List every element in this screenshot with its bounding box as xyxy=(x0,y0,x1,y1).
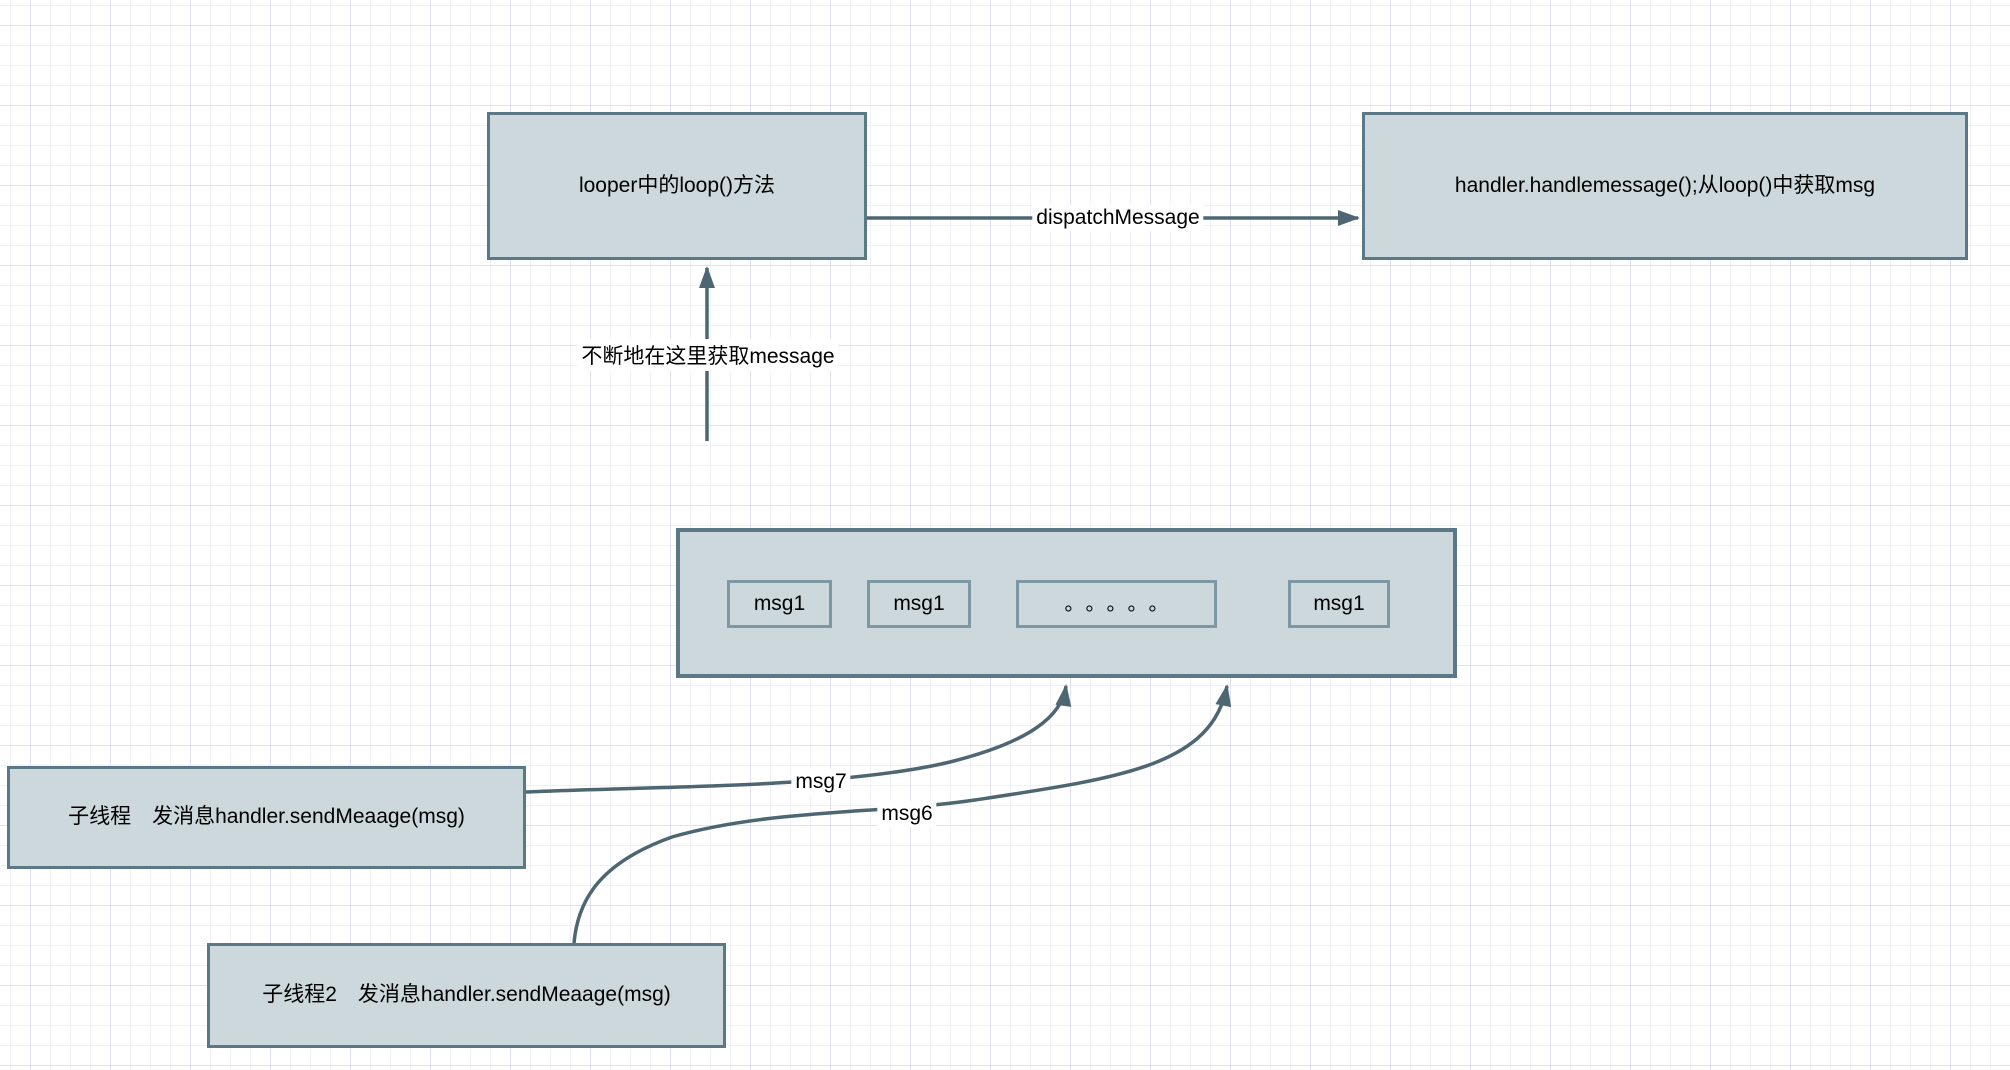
edge-msg6-arrow[interactable] xyxy=(572,684,1232,944)
edge-label-msg6: msg6 xyxy=(877,801,937,827)
edge-label-dispatch-message: dispatchMessage xyxy=(1032,205,1204,231)
node-message-queue[interactable]: msg1 msg1 。。。。。 msg1 xyxy=(676,528,1457,678)
queue-item-label: 。。。。。 xyxy=(1064,592,1180,615)
queue-item-msg1-second[interactable]: msg1 xyxy=(867,580,971,628)
node-looper-loop-method[interactable]: looper中的loop()方法 xyxy=(487,112,867,260)
node-thread1-send-message[interactable]: 子线程 发消息handler.sendMeaage(msg) xyxy=(7,766,526,869)
edge-label-msg7: msg7 xyxy=(791,769,851,795)
queue-item-label: msg1 xyxy=(1313,591,1365,615)
queue-item-msg1-last[interactable]: msg1 xyxy=(1288,580,1390,628)
queue-item-ellipsis[interactable]: 。。。。。 xyxy=(1016,580,1217,628)
queue-item-label: msg1 xyxy=(753,591,806,615)
node-thread2-label: 子线程2 发消息handler.sendMeaage(msg) xyxy=(262,983,671,1007)
edge-label-poll-message: 不断地在这里获取message xyxy=(577,339,839,371)
node-handler-label: handler.handlemessage();从loop()中获取msg xyxy=(1454,173,1876,197)
queue-item-label: msg1 xyxy=(893,591,945,615)
node-handler-handlemessage[interactable]: handler.handlemessage();从loop()中获取msg xyxy=(1362,112,1968,260)
node-thread1-label: 子线程 发消息handler.sendMeaage(msg) xyxy=(68,805,465,829)
edge-msg7-arrow[interactable] xyxy=(525,684,1072,794)
node-looper-label: looper中的loop()方法 xyxy=(578,173,776,197)
node-thread2-send-message[interactable]: 子线程2 发消息handler.sendMeaage(msg) xyxy=(207,943,726,1048)
queue-item-msg1-first[interactable]: msg1 xyxy=(727,580,832,628)
